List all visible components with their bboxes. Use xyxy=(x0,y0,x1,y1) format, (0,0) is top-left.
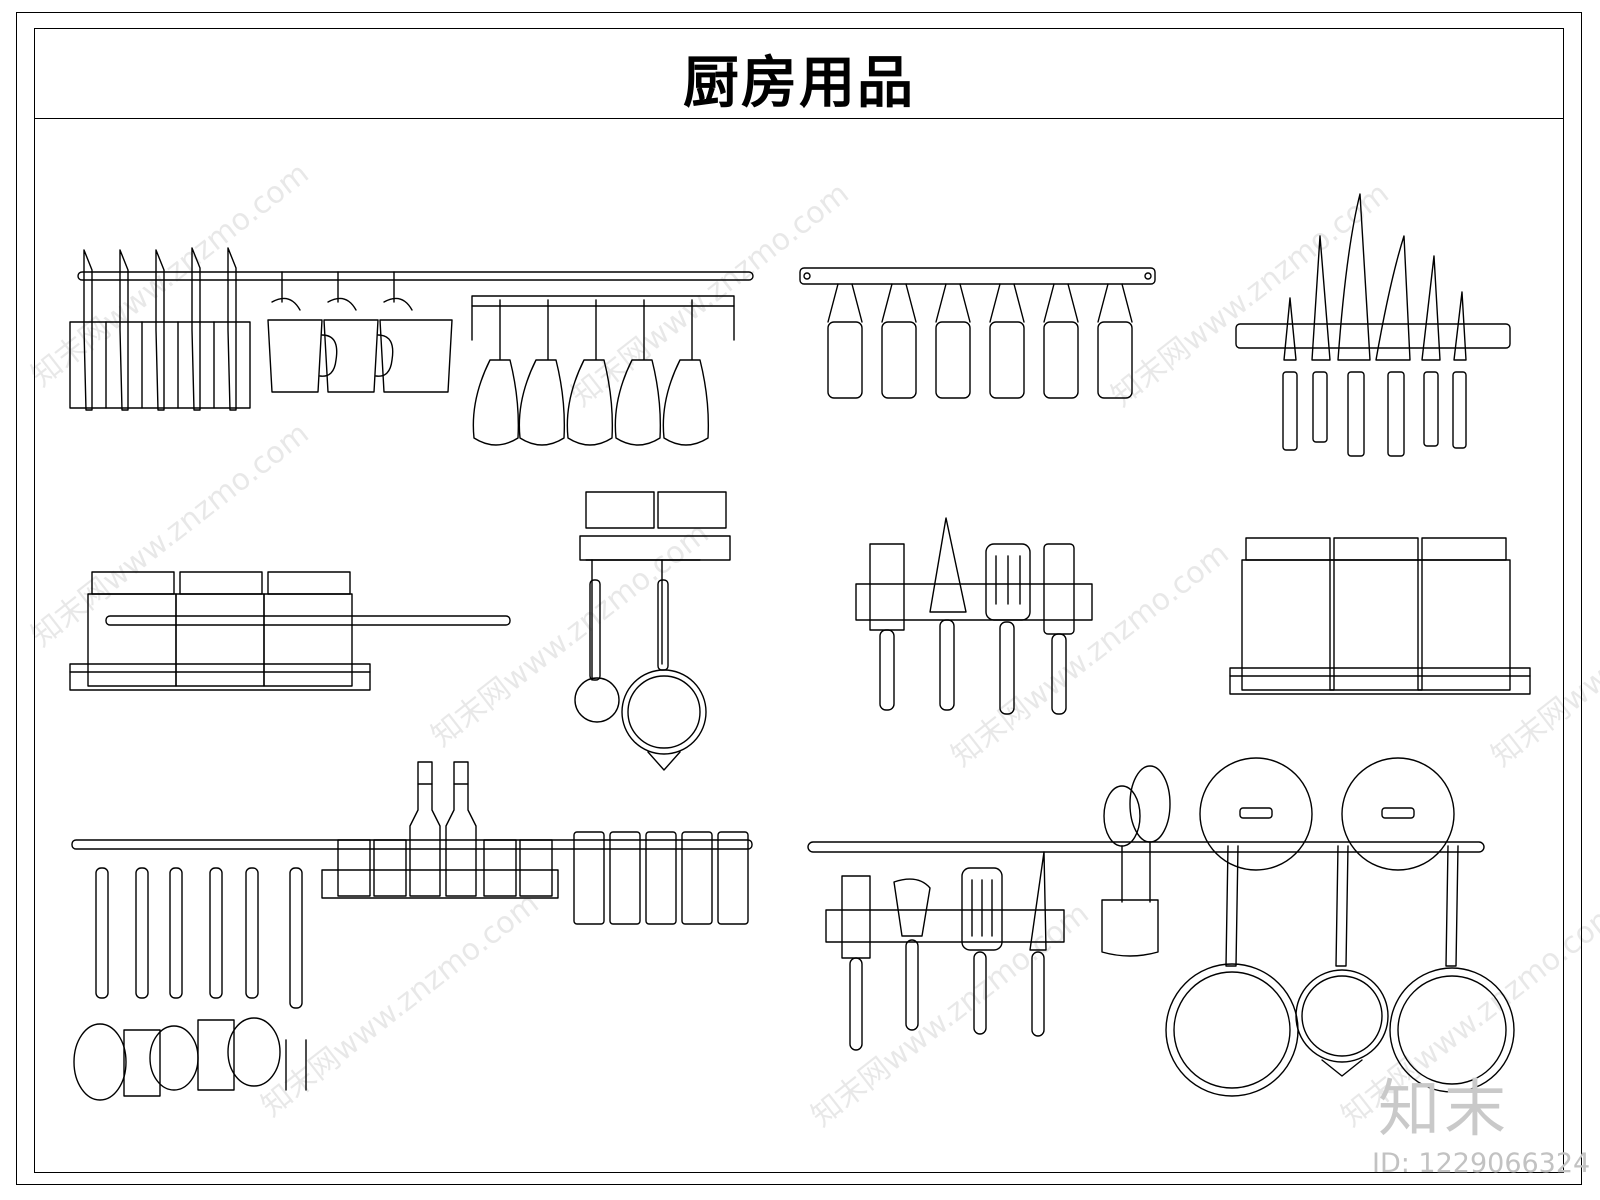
utensil-holder-center xyxy=(855,517,1093,715)
spice-jar-shelf-right xyxy=(1229,537,1531,695)
slotted-turner-icon xyxy=(961,867,1003,1035)
knife-rail-with-mugs xyxy=(69,247,754,411)
hanging-jar-icon xyxy=(827,283,1133,399)
outer-frame xyxy=(16,12,1582,1185)
rail-bar xyxy=(77,271,754,281)
kitchen-knife-icon xyxy=(1029,851,1047,1037)
spatula-icon xyxy=(869,543,905,711)
oil-bottle-icon xyxy=(409,761,477,897)
whisk-icon xyxy=(1129,765,1171,843)
ladle-icon xyxy=(73,867,307,1101)
strainer-icon xyxy=(574,677,620,723)
whisk-cup xyxy=(1101,765,1171,957)
spice-bottle-icon xyxy=(717,831,749,925)
utensil-cup xyxy=(1101,899,1159,957)
kitchen-knife-icon xyxy=(1282,193,1467,457)
hanging-pot xyxy=(585,491,655,529)
spice-bottle-row xyxy=(573,831,749,925)
title-divider xyxy=(34,118,1564,119)
magnet-bar xyxy=(1235,323,1511,349)
spice-bottle-icon xyxy=(645,831,677,925)
hanging-pot xyxy=(657,491,727,529)
wine-glass-rack xyxy=(471,295,735,446)
spice-bottle-icon xyxy=(609,831,641,925)
slotted-turner-icon xyxy=(985,543,1031,715)
pot-lid-icon xyxy=(1199,757,1455,871)
inner-frame xyxy=(34,28,1564,1173)
rail-knife-icon xyxy=(83,247,237,411)
spice-jar-shelf-left xyxy=(69,571,511,691)
shelf-tray xyxy=(69,663,371,691)
bottle-shelf xyxy=(321,761,559,899)
brand-logo: 知末 xyxy=(1378,1072,1511,1145)
spice-bottle-icon xyxy=(573,831,605,925)
saucepan-icon xyxy=(621,669,707,755)
drawing-title: 厨房用品 xyxy=(683,51,915,116)
jar-rail-bar xyxy=(799,267,1156,285)
frying-pan-icon xyxy=(1165,845,1515,1097)
spatula-icon xyxy=(841,875,871,1051)
hanging-mug-icon xyxy=(267,271,453,393)
pot-lids-and-pans xyxy=(807,757,1515,1097)
hanging-jar-rail xyxy=(799,267,1156,399)
knife-slot-frame xyxy=(69,321,251,409)
hanging-strainer-and-pan xyxy=(574,491,731,771)
spice-jar-icon xyxy=(337,839,553,897)
spice-jar-icon xyxy=(1241,537,1511,691)
utensil-holder-lower xyxy=(825,851,1065,1051)
utensil-bar xyxy=(825,909,1065,943)
serving-spoon-icon xyxy=(893,878,931,1031)
scraper-icon xyxy=(1043,543,1075,715)
spice-jar-icon xyxy=(87,571,353,687)
utensil-rail xyxy=(71,839,753,850)
cake-server-icon xyxy=(929,517,967,711)
glass-rack-bar xyxy=(471,295,735,307)
utensil-bar xyxy=(855,583,1093,621)
whisk-icon xyxy=(1103,785,1141,847)
wine-glass-icon xyxy=(472,299,709,446)
shelf-tray xyxy=(1229,667,1531,695)
ladle-rail xyxy=(71,839,753,1101)
asset-id-label: ID: 1229066324 xyxy=(1372,1148,1591,1179)
pan-rail xyxy=(807,841,1485,853)
magnetic-knife-bar xyxy=(1235,193,1511,457)
shelf-rail xyxy=(105,615,511,626)
spice-bottle-icon xyxy=(681,831,713,925)
knife-block-rack xyxy=(69,321,251,409)
